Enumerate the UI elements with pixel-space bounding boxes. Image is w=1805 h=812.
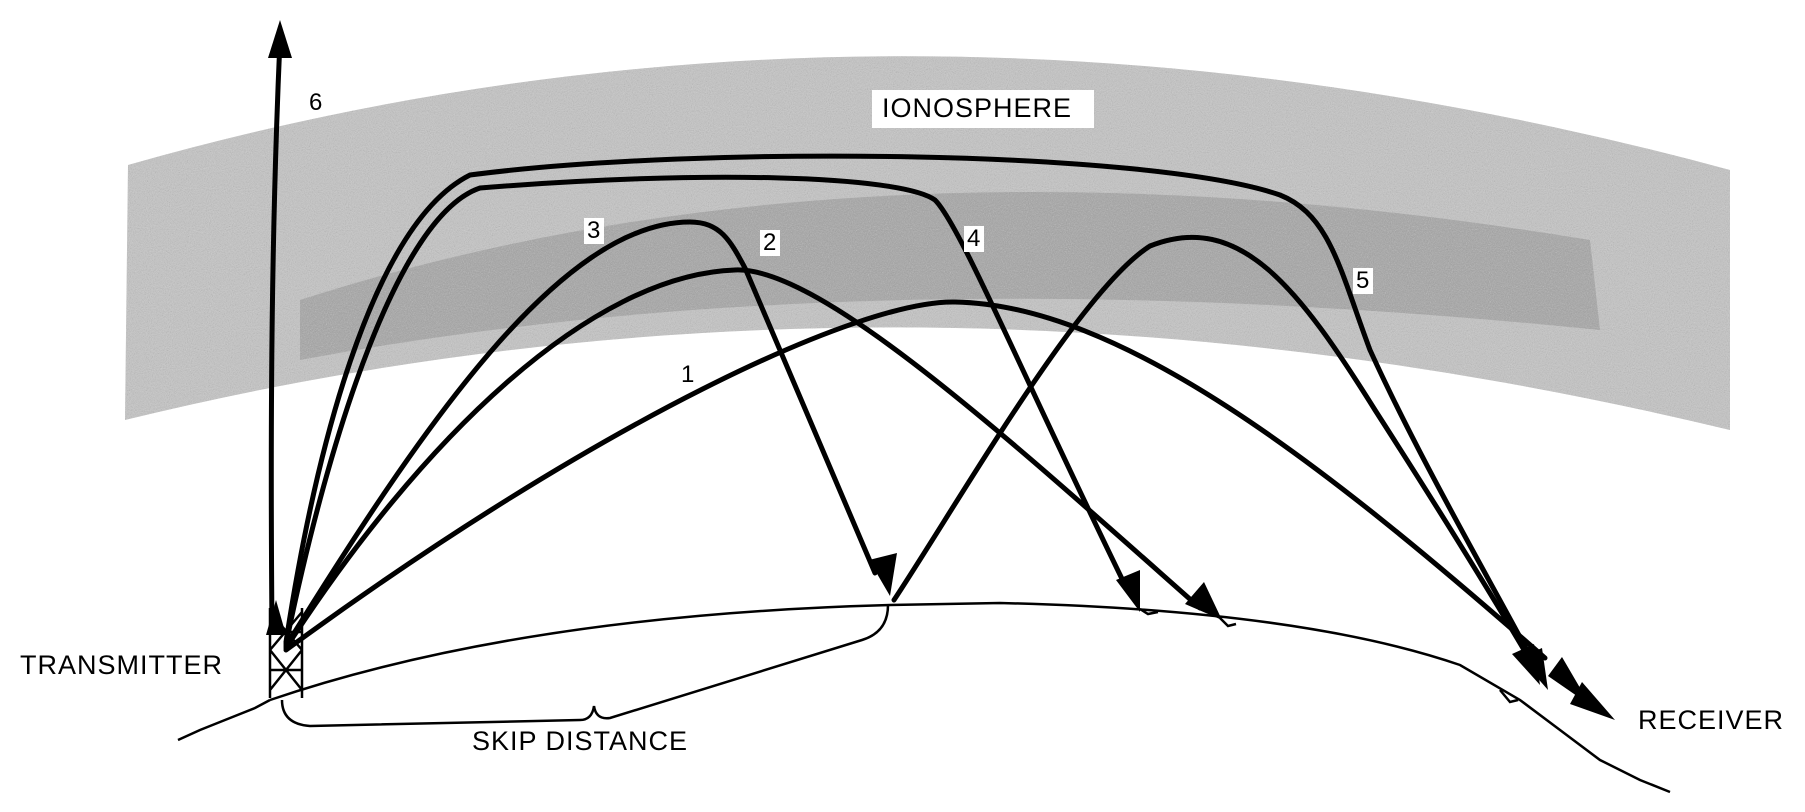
ground-near (177, 698, 271, 742)
path-5-label: 5 (1353, 268, 1374, 294)
path-3-reflection (891, 234, 1533, 663)
ionosphere-label: IONOSPHERE (882, 93, 1073, 123)
propagation-paths (268, 37, 1548, 668)
arrowhead-path-3 (869, 553, 897, 596)
skip-distance-label: SKIP DISTANCE (472, 726, 689, 756)
transmitter-label: TRANSMITTER (20, 650, 223, 680)
path-4 (283, 174, 1128, 647)
arrowhead-path-6 (268, 20, 292, 58)
path-1-grazing (283, 299, 1548, 661)
path-4-label: 4 (964, 226, 985, 252)
earth-surface (177, 601, 1671, 794)
arrowhead-path-1b (1570, 682, 1615, 720)
path-5 (283, 153, 1538, 668)
arrowhead-path-2 (1185, 582, 1222, 620)
path-3 (283, 219, 878, 649)
ground-far-edge (1139, 607, 1519, 704)
skip-distance-bracket (280, 604, 890, 728)
path-6-label: 6 (309, 89, 324, 116)
path-2 (283, 267, 1203, 651)
path-3-label: 3 (584, 218, 605, 244)
ground-line (269, 601, 1671, 794)
arrowhead-path-4 (1116, 570, 1140, 612)
path-2-label: 2 (760, 230, 781, 256)
arrowhead-transmitter (266, 600, 286, 635)
ionosphere-label-backdrop (872, 90, 1094, 128)
receiver-label: RECEIVER (1638, 705, 1785, 735)
path-1-label: 1 (681, 361, 696, 388)
path-6-vertical (268, 37, 283, 633)
arrowhead-path-3-reflect (1512, 644, 1540, 685)
arrowheads (266, 20, 1615, 720)
